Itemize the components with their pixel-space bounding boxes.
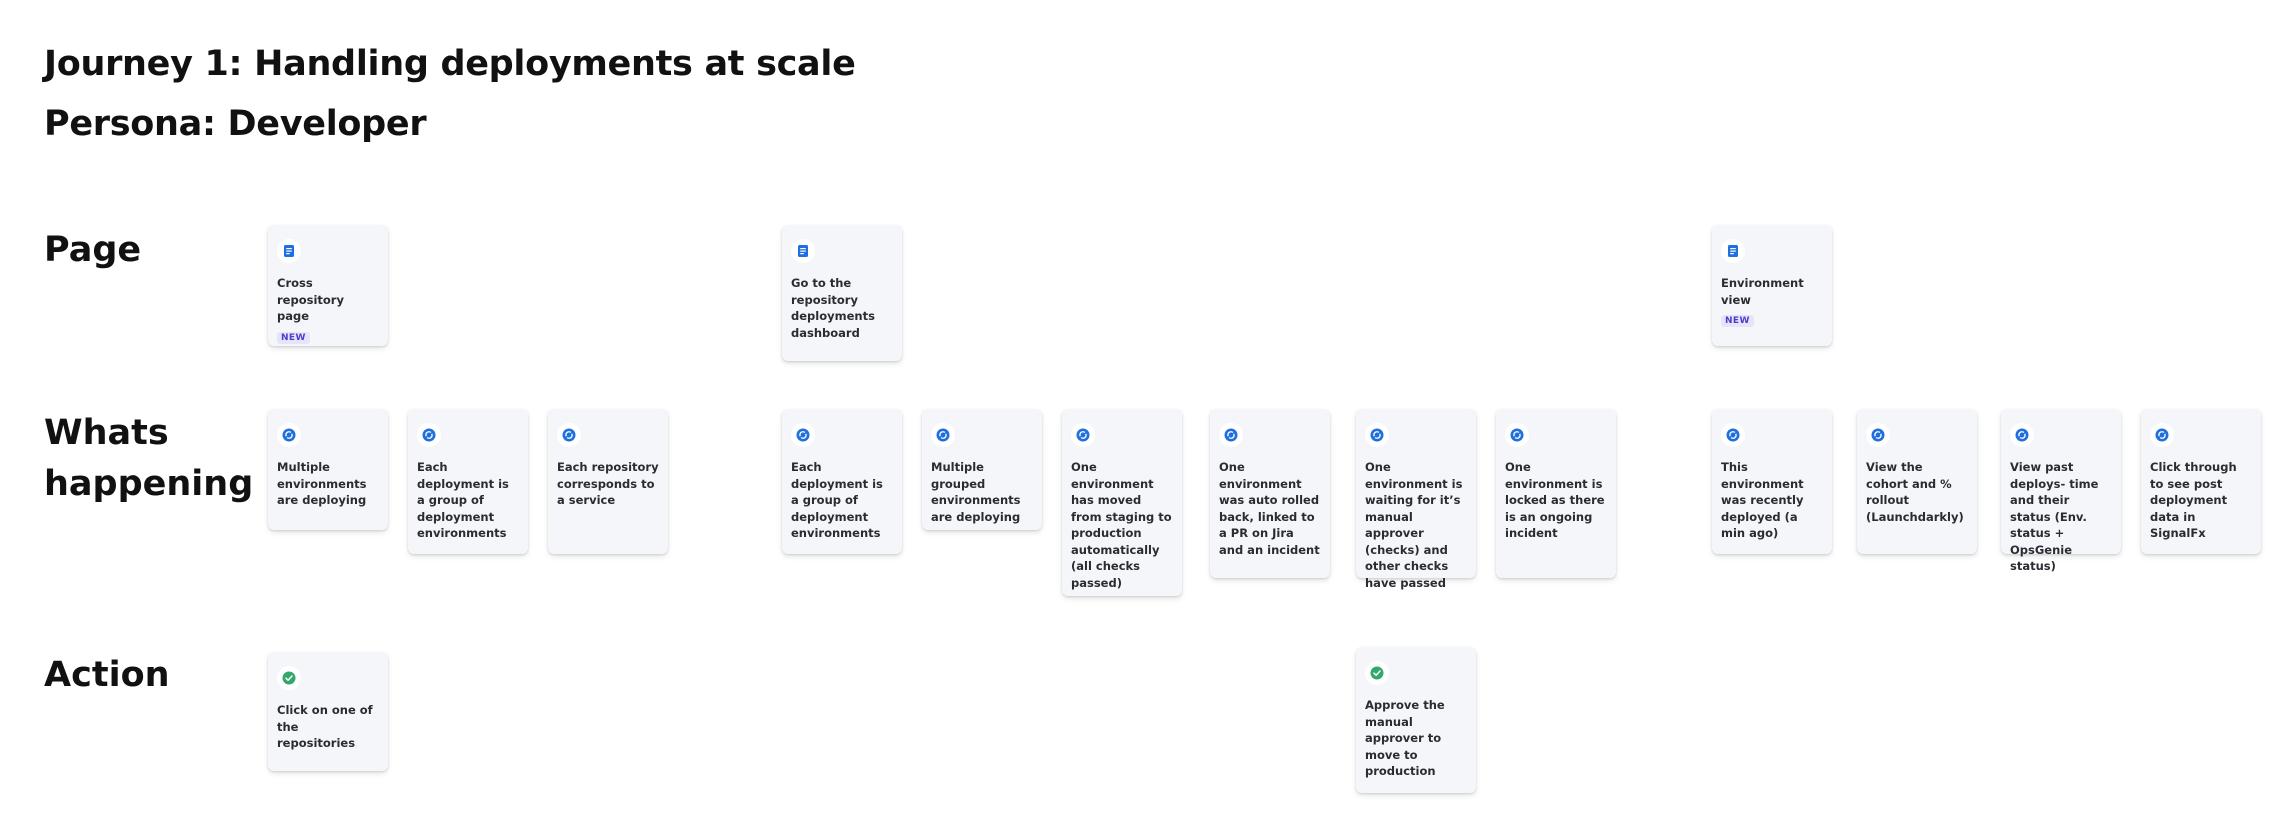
page-card[interactable]: Environment view NEW bbox=[1712, 225, 1832, 346]
sync-icon bbox=[931, 423, 955, 447]
sync-icon bbox=[417, 423, 441, 447]
card-text: Each deployment is a group of deployment… bbox=[791, 460, 883, 540]
card-text: One environment is waiting for it’s manu… bbox=[1365, 460, 1463, 590]
action-card[interactable]: Click on one of the repositories bbox=[268, 652, 388, 771]
card-text: Click through to see post deployment dat… bbox=[2150, 460, 2237, 540]
sync-icon bbox=[1365, 423, 1389, 447]
card-text: One environment was auto rolled back, li… bbox=[1219, 460, 1320, 557]
page-card[interactable]: Cross repository page NEW bbox=[268, 225, 388, 346]
happening-card[interactable]: One environment is waiting for it’s manu… bbox=[1356, 409, 1476, 590]
document-icon bbox=[277, 239, 301, 263]
card-text: Click on one of the repositories bbox=[277, 703, 373, 750]
happening-card[interactable]: Click through to see post deployment dat… bbox=[2141, 409, 2261, 554]
happening-card[interactable]: View the cohort and % rollout (Launchdar… bbox=[1857, 409, 1977, 554]
card-text: Environment view bbox=[1721, 276, 1804, 307]
happening-card[interactable]: One environment has moved from staging t… bbox=[1062, 409, 1182, 596]
sync-icon bbox=[1219, 423, 1243, 447]
card-text: This environment was recently deployed (… bbox=[1721, 460, 1804, 540]
sync-icon bbox=[791, 423, 815, 447]
sync-icon bbox=[277, 423, 301, 447]
card-text: View the cohort and % rollout (Launchdar… bbox=[1866, 460, 1964, 524]
sync-icon bbox=[1505, 423, 1529, 447]
action-card[interactable]: Approve the manual approver to move to p… bbox=[1356, 647, 1476, 793]
sync-icon bbox=[2150, 423, 2174, 447]
sync-icon bbox=[1071, 423, 1095, 447]
journey-title: Journey 1: Handling deployments at scale bbox=[44, 44, 856, 84]
happening-card[interactable]: Multiple grouped environments are deploy… bbox=[922, 409, 1042, 530]
card-text: Go to the repository deployments dashboa… bbox=[791, 276, 875, 340]
document-icon bbox=[1721, 239, 1745, 263]
new-badge: NEW bbox=[1721, 315, 1754, 327]
happening-card[interactable]: View past deploys- time and their status… bbox=[2001, 409, 2121, 573]
card-text: One environment has moved from staging t… bbox=[1071, 460, 1172, 590]
happening-card[interactable]: One environment was auto rolled back, li… bbox=[1210, 409, 1330, 578]
row-label-whats-happening: Whats happening bbox=[44, 413, 254, 504]
sync-icon bbox=[557, 423, 581, 447]
card-text: Multiple environments are deploying bbox=[277, 460, 367, 507]
card-text: Multiple grouped environments are deploy… bbox=[931, 460, 1021, 524]
document-icon bbox=[791, 239, 815, 263]
happening-card[interactable]: Each deployment is a group of deployment… bbox=[408, 409, 528, 554]
happening-card[interactable]: Multiple environments are deploying bbox=[268, 409, 388, 530]
check-icon bbox=[277, 666, 301, 690]
sync-icon bbox=[2010, 423, 2034, 447]
card-text: View past deploys- time and their status… bbox=[2010, 460, 2099, 573]
new-badge: NEW bbox=[277, 331, 310, 344]
row-label-action: Action bbox=[44, 655, 170, 695]
card-text: Each deployment is a group of deployment… bbox=[417, 460, 509, 540]
card-text: Approve the manual approver to move to p… bbox=[1365, 698, 1445, 778]
persona-title: Persona: Developer bbox=[44, 104, 427, 144]
happening-card[interactable]: Each repository corresponds to a service bbox=[548, 409, 668, 554]
row-label-page: Page bbox=[44, 230, 142, 270]
page-card[interactable]: Go to the repository deployments dashboa… bbox=[782, 225, 902, 361]
sync-icon bbox=[1866, 423, 1890, 447]
happening-card[interactable]: Each deployment is a group of deployment… bbox=[782, 409, 902, 554]
card-text: Cross repository page bbox=[277, 276, 344, 323]
card-text: One environment is locked as there is an… bbox=[1505, 460, 1605, 540]
happening-card[interactable]: This environment was recently deployed (… bbox=[1712, 409, 1832, 554]
happening-card[interactable]: One environment is locked as there is an… bbox=[1496, 409, 1616, 578]
card-text: Each repository corresponds to a service bbox=[557, 460, 659, 507]
sync-icon bbox=[1721, 423, 1745, 447]
check-icon bbox=[1365, 661, 1389, 685]
